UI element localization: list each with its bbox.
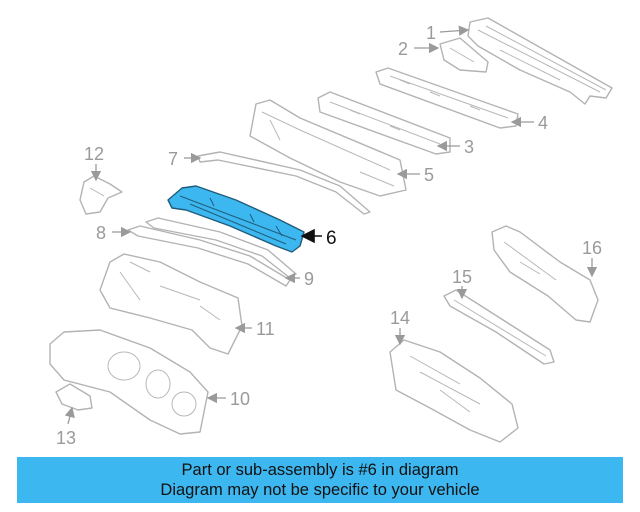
svg-text:10: 10 [230, 389, 250, 409]
svg-text:8: 8 [96, 223, 106, 243]
svg-text:5: 5 [424, 165, 434, 185]
svg-text:14: 14 [390, 308, 410, 328]
callout-14: 14 [390, 308, 410, 346]
callout-16: 16 [582, 238, 602, 278]
svg-text:6: 6 [326, 228, 337, 249]
part-15-bar[interactable] [443, 289, 555, 365]
callout-10: 10 [206, 389, 250, 409]
callout-8: 8 [96, 223, 132, 243]
part-3-reinforcement[interactable] [317, 91, 451, 155]
part-6-cowl-panel-highlighted[interactable] [167, 185, 305, 253]
svg-text:2: 2 [398, 39, 408, 59]
svg-text:13: 13 [56, 428, 76, 448]
callout-5: 5 [396, 165, 434, 185]
callout-9: 9 [284, 269, 314, 289]
part-5-dash-upper[interactable] [249, 99, 407, 197]
banner-line-part-number: Part or sub-assembly is #6 in diagram [181, 461, 459, 479]
svg-text:11: 11 [256, 319, 275, 339]
svg-text:9: 9 [304, 269, 314, 289]
part-13-bracket[interactable] [55, 383, 93, 411]
callout-3: 3 [436, 137, 474, 157]
callout-15: 15 [452, 267, 472, 300]
svg-text:16: 16 [582, 238, 602, 258]
parts-diagram: 1 2 3 4 5 6 7 8 9 10 11 12 [49, 17, 613, 448]
part-16-panel[interactable] [491, 225, 599, 323]
callout-6-selected: 6 [300, 228, 337, 249]
part-1-cowl-panel[interactable] [467, 17, 613, 105]
svg-text:1: 1 [426, 23, 436, 43]
svg-text:15: 15 [452, 267, 472, 287]
callout-2: 2 [398, 39, 440, 59]
svg-text:4: 4 [538, 113, 548, 133]
info-banner: Part or sub-assembly is #6 in diagram Di… [17, 457, 623, 503]
part-2-bracket[interactable] [439, 37, 489, 73]
callout-12: 12 [84, 144, 104, 182]
part-7-seal[interactable] [197, 151, 371, 215]
callout-7: 7 [168, 149, 202, 169]
part-11-dash-panel[interactable] [99, 253, 243, 355]
svg-text:7: 7 [168, 149, 178, 169]
svg-text:3: 3 [464, 137, 474, 157]
callout-1: 1 [426, 23, 470, 43]
callout-13: 13 [56, 406, 76, 448]
callout-11: 11 [234, 319, 275, 339]
callout-4: 4 [510, 113, 548, 133]
part-12-bracket[interactable] [79, 175, 123, 215]
part-10-insulator[interactable] [49, 329, 209, 435]
part-14-insulator[interactable] [389, 339, 519, 443]
svg-text:12: 12 [84, 144, 104, 164]
banner-line-disclaimer: Diagram may not be specific to your vehi… [160, 481, 480, 499]
